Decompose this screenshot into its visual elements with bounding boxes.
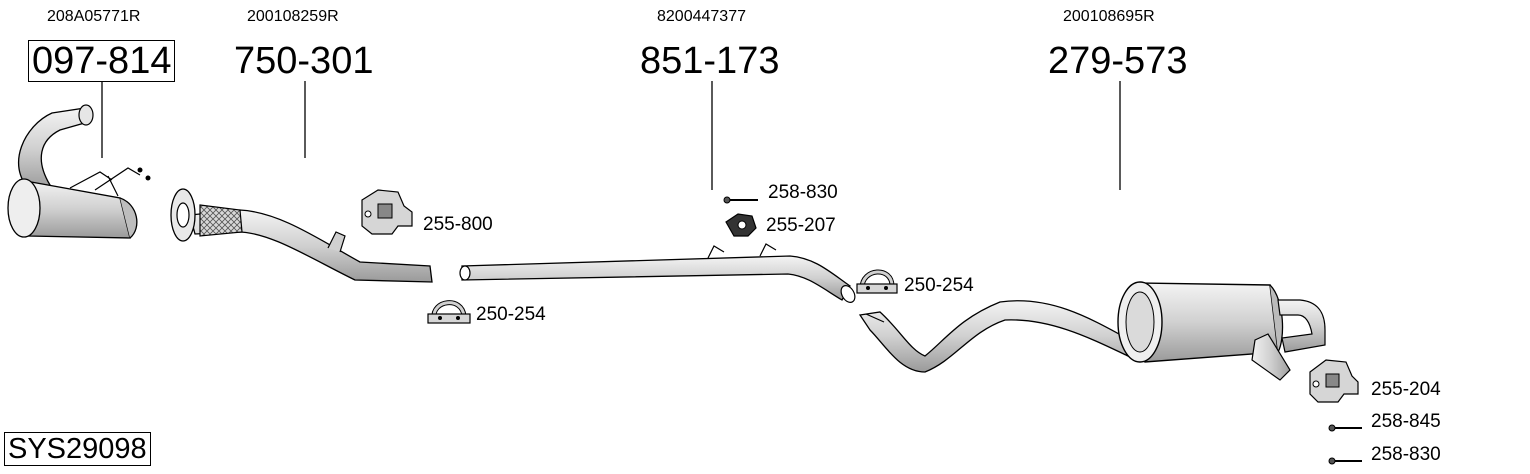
- label-clamp-1[interactable]: 250-254: [476, 304, 546, 325]
- part-number-3[interactable]: 851-173: [640, 40, 780, 82]
- label-clamp-2[interactable]: 250-254: [904, 275, 974, 296]
- part-number-1[interactable]: 097-814: [28, 40, 176, 82]
- label-bracket-1[interactable]: 255-800: [423, 214, 493, 235]
- catalyst-part[interactable]: [7, 104, 151, 239]
- oem-number-1: 208A05771R: [47, 8, 141, 25]
- intermediate-pipe-part[interactable]: [459, 243, 858, 305]
- rubber-mount-icon[interactable]: [725, 213, 757, 237]
- oem-number-4: 200108695R: [1063, 8, 1155, 25]
- label-bracket-3[interactable]: 255-204: [1371, 379, 1441, 400]
- pipe-clamp-icon[interactable]: [856, 269, 898, 294]
- oem-number-3: 8200447377: [657, 8, 746, 25]
- front-pipe-part[interactable]: [170, 188, 433, 283]
- label-bracket-2[interactable]: 255-207: [766, 215, 836, 236]
- label-bolt-3[interactable]: 258-830: [1371, 444, 1441, 465]
- part-number-4[interactable]: 279-573: [1048, 40, 1188, 82]
- label-bolt-2[interactable]: 258-845: [1371, 411, 1441, 432]
- bolt-icon[interactable]: [1328, 424, 1362, 432]
- label-bolt-1[interactable]: 258-830: [768, 182, 838, 203]
- part-number-2[interactable]: 750-301: [234, 40, 374, 82]
- rubber-mount-icon[interactable]: [1309, 359, 1359, 403]
- pipe-clamp-icon[interactable]: [427, 300, 471, 324]
- bolt-icon[interactable]: [723, 196, 758, 204]
- rubber-mount-icon[interactable]: [361, 189, 413, 235]
- bolt-icon[interactable]: [1328, 457, 1362, 465]
- rear-silencer-part[interactable]: [858, 281, 1326, 381]
- oem-number-2: 200108259R: [247, 8, 339, 25]
- system-code: SYS29098: [4, 432, 151, 466]
